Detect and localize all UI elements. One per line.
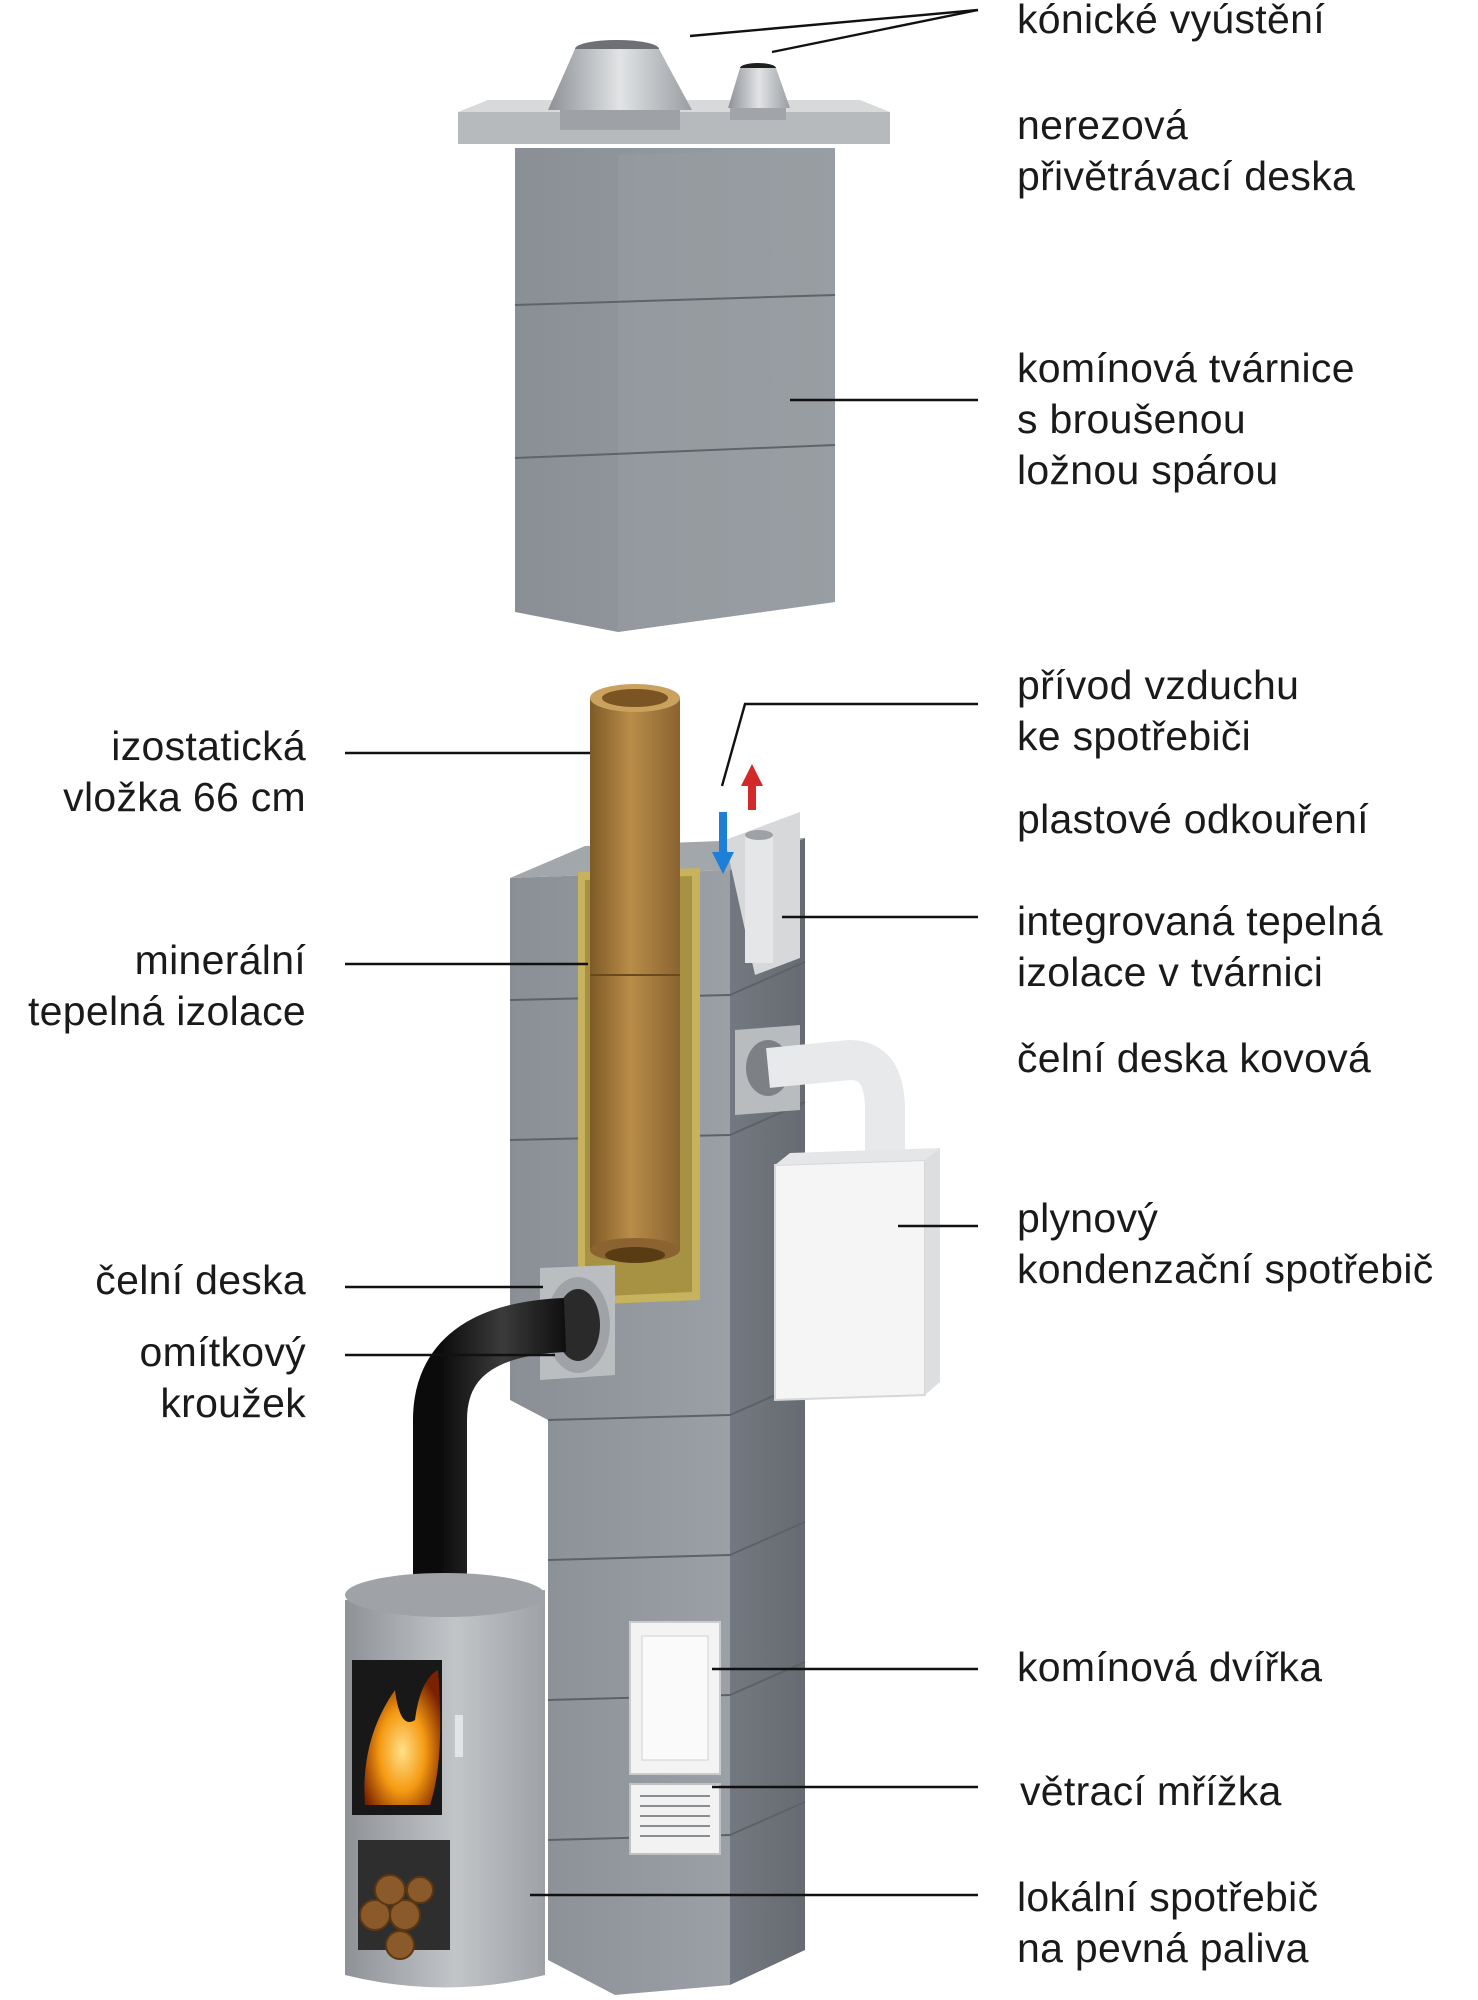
label-solid-fuel-stove: lokální spotřebič na pevná paliva	[1017, 1874, 1319, 1971]
label-mineral-insulation: minerální tepelná izolace	[27, 937, 306, 1034]
down-arrow-blue-icon	[712, 812, 734, 874]
up-arrow-red-icon	[741, 764, 763, 810]
label-plaster-ring: omítkový kroužek	[139, 1329, 306, 1426]
label-integrated-insulation: integrovaná tepelná izolace v tvárnici	[1017, 898, 1383, 995]
label-isostatic-liner: izostatická vložka 66 cm	[63, 723, 306, 820]
label-plastic-flue: plastové odkouření	[1017, 796, 1369, 842]
vent-grille	[629, 1783, 721, 1855]
label-chimney-block: komínová tvárnice s broušenou ložnou spá…	[1017, 345, 1355, 493]
leader-lines	[345, 8, 979, 1897]
label-chimney-door: komínová dvířka	[1017, 1644, 1323, 1690]
label-stainless-plate: nerezová přivětrávací deska	[1017, 102, 1356, 199]
chimney-head	[458, 40, 890, 632]
label-front-plate: čelní deska	[95, 1257, 306, 1303]
label-gas-boiler: plynový kondenzační spotřebič	[1017, 1195, 1434, 1292]
isostatic-liner	[590, 684, 680, 1263]
flame-icon	[364, 1670, 441, 1805]
label-air-supply: přívod vzduchu ke spotřebiči	[1017, 662, 1300, 759]
chimney-column	[509, 684, 905, 1995]
label-vent-grille: větrací mřížka	[1020, 1768, 1282, 1814]
chimney-door	[629, 1621, 721, 1775]
plastic-flue-pipe	[745, 835, 773, 963]
firewood-logs	[359, 1874, 434, 1960]
boiler-flue-pipe	[766, 1039, 905, 1165]
solid-fuel-stove	[345, 1298, 567, 1988]
conical-outlet-small	[728, 63, 790, 120]
gas-condensing-boiler	[774, 1148, 940, 1402]
conical-outlet	[548, 40, 692, 130]
label-conical-outlet: kónické vyústění	[1017, 0, 1325, 42]
label-metal-front-plate: čelní deska kovová	[1017, 1035, 1372, 1081]
